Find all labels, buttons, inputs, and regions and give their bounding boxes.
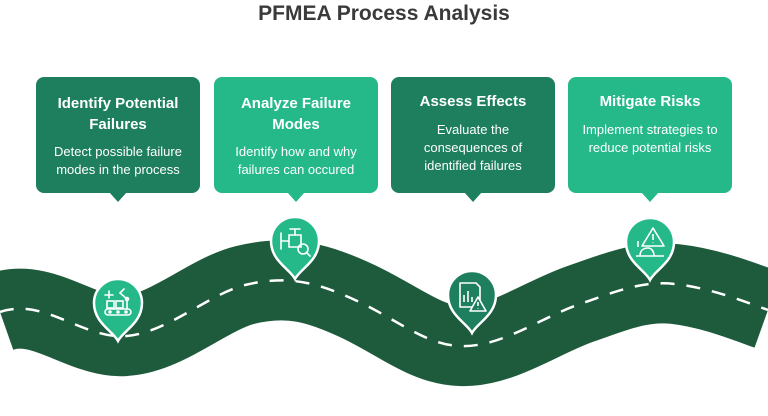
page-title: PFMEA Process Analysis	[258, 2, 510, 25]
step-card-mitigate: Mitigate Risks Implement strategies to r…	[568, 77, 732, 202]
step-card-assess: Assess Effects Evaluate the consequences…	[391, 77, 555, 202]
step-description: Implement strategies to reduce potential…	[582, 122, 718, 155]
step-description: Identify how and why failures can occure…	[235, 144, 357, 177]
step-description: Detect possible failure modes in the pro…	[54, 144, 182, 177]
step-description: Evaluate the consequences of identified …	[423, 122, 523, 173]
step-card-analyze: Analyze Failure Modes Identify how and w…	[214, 77, 378, 202]
marker-analyze	[269, 215, 321, 282]
step-card-identify: Identify Potential Failures Detect possi…	[36, 77, 200, 202]
step-title: Analyze Failure Modes	[240, 95, 352, 133]
marker-identify	[92, 277, 144, 344]
step-title: Identify Potential Failures	[57, 95, 179, 133]
valve-magnifier-icon	[280, 228, 311, 257]
marker-mitigate	[624, 216, 676, 283]
chart-document-warning-icon	[459, 282, 487, 312]
step-title: Mitigate Risks	[599, 93, 701, 110]
marker-assess	[446, 269, 498, 336]
warning-sign-oil-icon	[636, 227, 665, 257]
step-title: Assess Effects	[419, 93, 527, 110]
robot-arm-conveyor-icon	[104, 288, 132, 316]
